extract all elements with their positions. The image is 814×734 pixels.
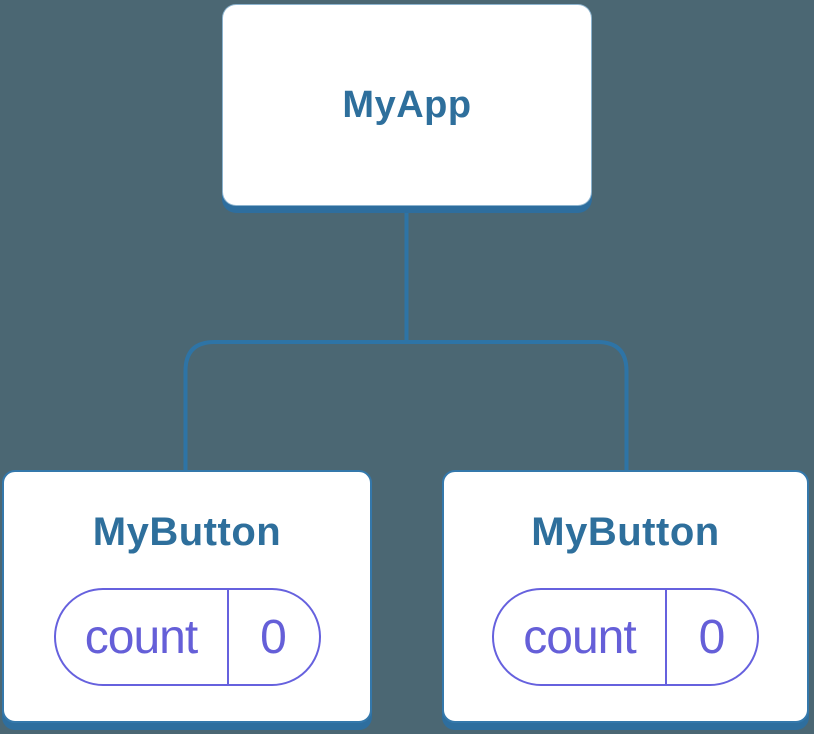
mybutton-node-left: MyButton count 0 [2, 470, 372, 723]
myapp-node: MyApp [222, 4, 592, 206]
state-value: 0 [260, 610, 287, 664]
state-pill: count 0 [53, 588, 321, 686]
state-key-label: count [56, 590, 229, 684]
mybutton-node-right: MyButton count 0 [442, 470, 809, 723]
state-value: 0 [698, 610, 726, 664]
branch-connector-path [183, 340, 629, 471]
state-key-label: count [494, 590, 667, 684]
node-title: MyButton [531, 510, 720, 554]
state-pill: count 0 [492, 588, 759, 686]
node-title: MyApp [342, 84, 472, 126]
node-title: MyButton [92, 510, 282, 554]
